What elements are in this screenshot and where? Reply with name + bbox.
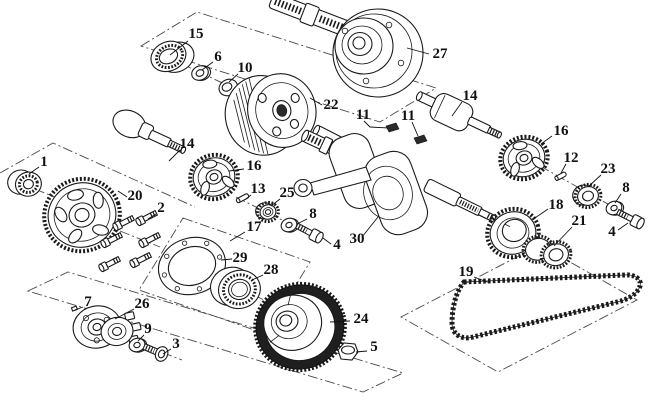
crankshaft-30 bbox=[293, 129, 497, 236]
washer-8a bbox=[280, 217, 300, 233]
bolt-4b bbox=[615, 208, 645, 230]
gasket-29 bbox=[157, 236, 227, 296]
rotor-24 bbox=[253, 281, 347, 373]
clip-7 bbox=[70, 305, 79, 312]
callout-7: 7 bbox=[84, 294, 92, 310]
callout-8b: 8 bbox=[622, 180, 630, 196]
callout-15: 15 bbox=[189, 26, 204, 42]
callout-2: 2 bbox=[157, 200, 165, 216]
callout-14a: 14 bbox=[180, 136, 196, 152]
chain-19 bbox=[449, 272, 643, 341]
callout-16a: 16 bbox=[247, 158, 263, 174]
callout-13: 13 bbox=[251, 181, 266, 197]
primary-driven-gear-20 bbox=[42, 176, 122, 254]
callout-labels: 15 6 10 27 22 11 11 14 16 14 16 12 23 8 … bbox=[40, 26, 630, 355]
one-way-bearing-28 bbox=[209, 266, 261, 310]
callout-11a: 11 bbox=[356, 107, 370, 123]
callout-4b: 4 bbox=[608, 224, 616, 240]
callout-22: 22 bbox=[324, 97, 339, 113]
callout-26: 26 bbox=[135, 296, 151, 312]
callout-9: 9 bbox=[144, 321, 152, 337]
balancer-shaft-14b bbox=[415, 91, 503, 139]
bearing-1 bbox=[7, 169, 42, 197]
woodruff-key-11b bbox=[413, 134, 428, 145]
nut-5 bbox=[337, 342, 359, 361]
callout-8a: 8 bbox=[309, 206, 317, 222]
balancer-shaft-14a bbox=[112, 109, 187, 154]
bolt-4a bbox=[294, 222, 324, 244]
callout-30: 30 bbox=[350, 231, 365, 247]
callout-12: 12 bbox=[564, 150, 579, 166]
bolts-2 bbox=[98, 209, 162, 273]
callout-25: 25 bbox=[280, 185, 295, 201]
callout-21: 21 bbox=[572, 213, 587, 229]
callout-1: 1 bbox=[40, 154, 48, 170]
pump-gear-25 bbox=[255, 200, 280, 224]
callout-23: 23 bbox=[601, 161, 616, 177]
callout-3: 3 bbox=[172, 336, 180, 352]
callout-24: 24 bbox=[354, 311, 370, 327]
callout-29: 29 bbox=[233, 250, 248, 266]
pin-12 bbox=[554, 171, 567, 181]
callout-4a: 4 bbox=[333, 237, 341, 253]
woodruff-key-11a bbox=[385, 122, 400, 133]
bearing-15 bbox=[150, 40, 195, 73]
pin-13 bbox=[235, 193, 250, 204]
callout-27: 27 bbox=[433, 46, 449, 62]
callout-6: 6 bbox=[214, 49, 222, 65]
balancer-gear-16b bbox=[498, 134, 550, 182]
flywheel-27 bbox=[332, 8, 424, 98]
callout-16b: 16 bbox=[554, 123, 570, 139]
gear-23 bbox=[572, 182, 603, 210]
callout-10: 10 bbox=[238, 60, 253, 76]
callout-5: 5 bbox=[370, 339, 378, 355]
clutch-drum-22 bbox=[224, 73, 353, 156]
washer-6 bbox=[191, 65, 212, 81]
callout-14b: 14 bbox=[463, 88, 479, 104]
crank-end-shaft bbox=[268, 0, 355, 38]
callout-19: 19 bbox=[459, 264, 474, 280]
bolt-3 bbox=[142, 343, 169, 362]
callout-17: 17 bbox=[247, 219, 263, 235]
callout-18: 18 bbox=[549, 197, 564, 213]
leader-lines bbox=[28, 40, 629, 355]
balancer-gear-16a bbox=[188, 152, 240, 202]
callout-20: 20 bbox=[128, 188, 143, 204]
callout-28: 28 bbox=[264, 262, 279, 278]
callout-11b: 11 bbox=[401, 108, 415, 124]
sprocket-21 bbox=[521, 234, 573, 270]
